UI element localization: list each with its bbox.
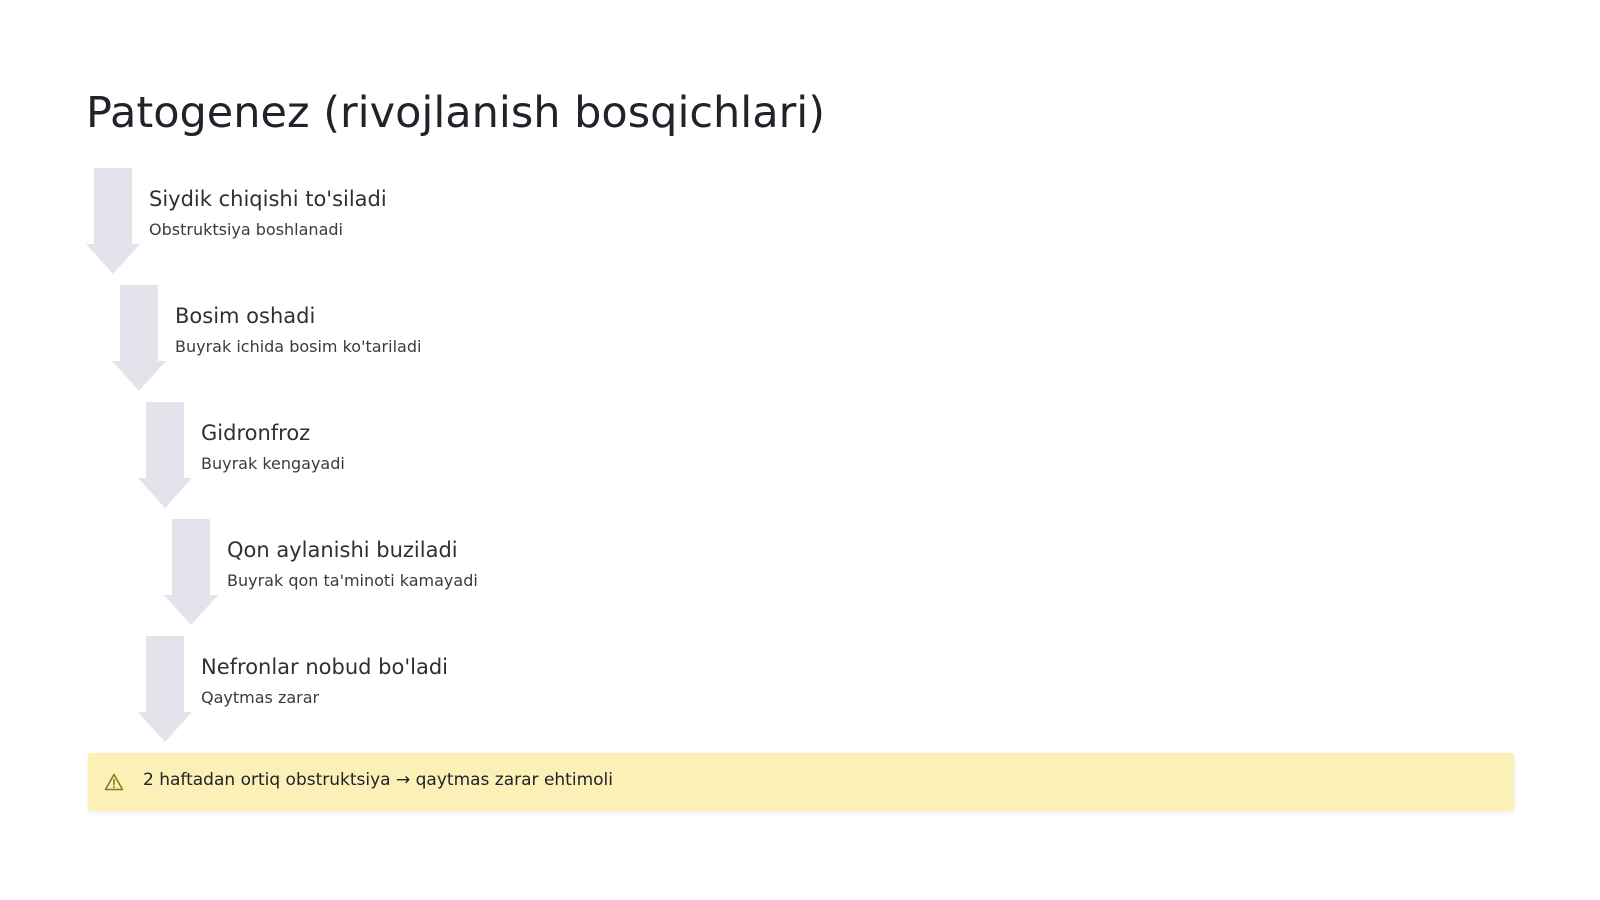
down-arrow-icon xyxy=(86,168,140,274)
down-arrow-icon xyxy=(138,636,192,742)
step-text: Qon aylanishi buziladi Buyrak qon ta'min… xyxy=(227,536,478,592)
step-title: Qon aylanishi buziladi xyxy=(227,538,458,562)
step-text: Nefronlar nobud bo'ladi Qaytmas zarar xyxy=(201,653,448,709)
warning-callout: 2 haftadan ortiq obstruktsiya → qaytmas … xyxy=(88,753,1514,811)
step-title: Gidronfroz xyxy=(201,421,311,445)
step-text: Gidronfroz Buyrak kengayadi xyxy=(201,419,345,475)
down-arrow-icon xyxy=(112,285,166,391)
down-arrow-icon xyxy=(164,519,218,625)
step-title: Bosim oshadi xyxy=(175,304,316,328)
step-title: Siydik chiqishi to'siladi xyxy=(149,187,387,211)
step-description: Buyrak qon ta'minoti kamayadi xyxy=(227,571,478,590)
step-description: Buyrak kengayadi xyxy=(201,454,345,473)
down-arrow-icon xyxy=(138,402,192,508)
warning-text: 2 haftadan ortiq obstruktsiya → qaytmas … xyxy=(143,770,613,790)
step-text: Siydik chiqishi to'siladi Obstruktsiya b… xyxy=(149,185,387,241)
step-title: Nefronlar nobud bo'ladi xyxy=(201,655,448,679)
step-text: Bosim oshadi Buyrak ichida bosim ko'tari… xyxy=(175,302,421,358)
warning-icon xyxy=(104,773,124,791)
step-description: Buyrak ichida bosim ko'tariladi xyxy=(175,337,422,356)
step-description: Obstruktsiya boshlanadi xyxy=(149,220,343,239)
page-title: Patogenez (rivojlanish bosqichlari) xyxy=(86,88,825,138)
step-description: Qaytmas zarar xyxy=(201,688,320,707)
